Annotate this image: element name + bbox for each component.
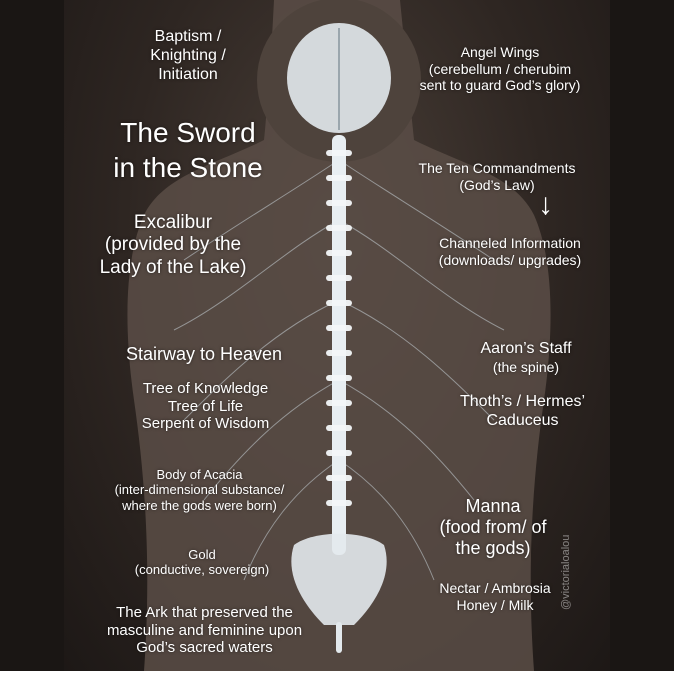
label-thoth-caduceus: Thoth’s / Hermes’ Caduceus	[459, 393, 586, 429]
label-ark: The Ark that preserved the masculine and…	[106, 604, 303, 657]
label-sword-in-stone: The Sword in the Stone	[113, 117, 263, 183]
label-tree-of-knowledge: Tree of Knowledge Tree of Life Serpent o…	[141, 380, 270, 433]
right-border	[610, 0, 674, 671]
label-channeled-information: Channeled Information (downloads/ upgrad…	[438, 235, 582, 268]
label-aarons-staff: Aaron’s Staff (the spine)	[480, 340, 572, 375]
label-nectar-ambrosia: Nectar / Ambrosia Honey / Milk	[439, 580, 551, 613]
label-ten-commandments: The Ten Commandments (God’s Law)	[418, 160, 576, 193]
spine-photo	[64, 0, 610, 671]
label-gold: Gold (conductive, sovereign)	[134, 547, 270, 578]
human-back-illustration	[127, 0, 551, 671]
pelvis	[291, 533, 387, 625]
label-body-of-acacia: Body of Acacia (inter-dimensional substa…	[114, 467, 285, 513]
label-manna: Manna (food from/ of the gods)	[439, 496, 547, 559]
down-arrow-icon: ↓	[538, 188, 553, 221]
label-baptism: Baptism / Knighting / Initiation	[150, 28, 226, 83]
label-angel-wings: Angel Wings (cerebellum / cherubim sent …	[419, 44, 581, 94]
left-border	[0, 0, 64, 671]
label-excalibur: Excalibur (provided by the Lady of the L…	[99, 212, 247, 278]
watermark: @victorialoalou	[560, 534, 572, 610]
spine-column	[332, 135, 346, 555]
label-stairway-to-heaven: Stairway to Heaven	[125, 344, 283, 364]
